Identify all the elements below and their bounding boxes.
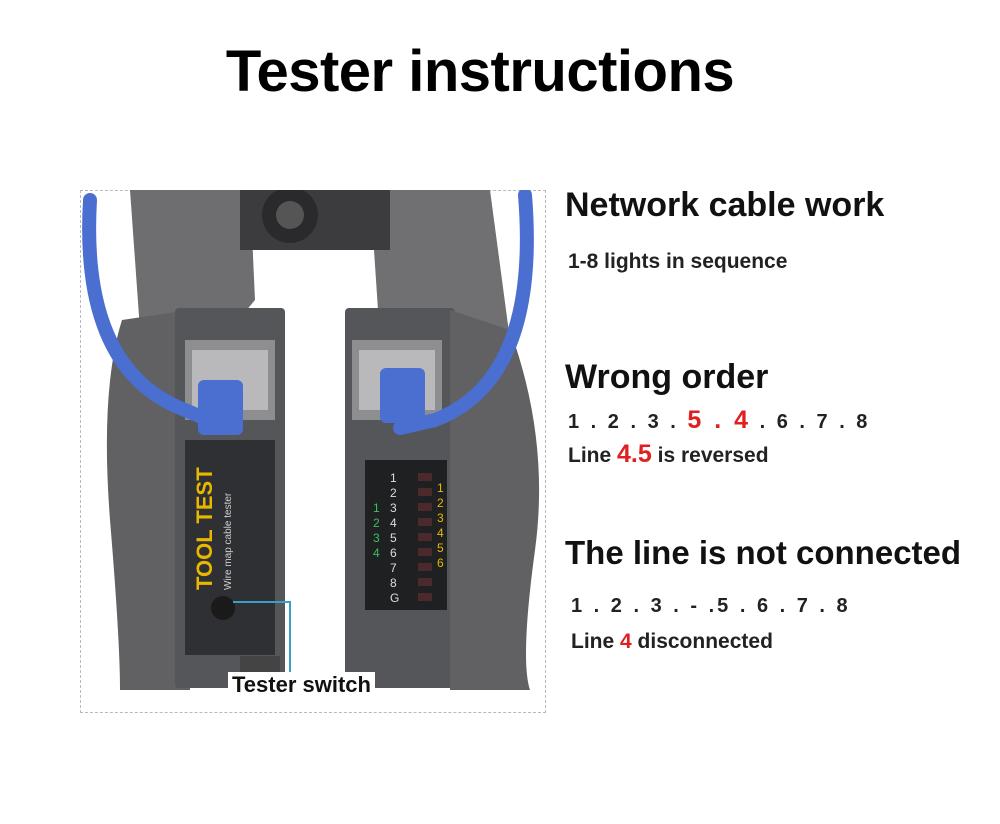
yellow-label-6: 6 xyxy=(437,556,444,570)
led-lamp xyxy=(418,473,432,481)
cable-tester-photo: TOOL TEST Wire map cable tester 12345678… xyxy=(82,190,540,690)
callout-line xyxy=(233,601,291,675)
wrong-order-sequence: 1 . 2 . 3 . 5 . 4 . 6 . 7 . 8 xyxy=(568,406,871,434)
led-panel xyxy=(365,460,447,610)
led-label-4: 4 xyxy=(390,516,397,530)
brand-label: TOOL TEST xyxy=(192,467,217,590)
heading-not-connected: The line is not connected xyxy=(565,534,962,571)
led-lamp xyxy=(418,548,432,556)
heading-wrong-order: Wrong order xyxy=(565,358,769,396)
green-label-3: 3 xyxy=(373,531,380,545)
right-cable xyxy=(393,190,534,435)
led-lamp xyxy=(418,563,432,571)
led-label-3: 3 xyxy=(390,501,397,515)
led-label-7: 7 xyxy=(390,561,397,575)
not-connected-note: Line 4 disconnected xyxy=(571,630,773,653)
led-lamp xyxy=(418,488,432,496)
reversed-pins: 5 . 4 xyxy=(687,406,752,434)
led-label-8: 8 xyxy=(390,576,397,590)
led-lamp xyxy=(418,518,432,526)
led-lamp xyxy=(418,533,432,541)
led-lamp xyxy=(418,578,432,586)
page-title: Tester instructions xyxy=(225,39,735,104)
heading-network-cable-work: Network cable work xyxy=(565,186,885,224)
yellow-label-3: 3 xyxy=(437,511,444,525)
left-rj45-boot xyxy=(198,380,243,435)
green-label-2: 2 xyxy=(373,516,380,530)
led-label-1: 1 xyxy=(390,471,397,485)
not-connected-sequence: 1 . 2 . 3 . - .5 . 6 . 7 . 8 xyxy=(571,595,851,617)
led-lamp xyxy=(418,593,432,601)
yellow-label-1: 1 xyxy=(437,481,444,495)
network-detail: 1-8 lights in sequence xyxy=(568,250,788,273)
led-label-5: 5 xyxy=(390,531,397,545)
tester-switch-callout: Tester switch xyxy=(228,672,375,698)
left-cable xyxy=(82,193,227,432)
wrong-order-note: Line 4.5 is reversed xyxy=(568,440,769,468)
led-label-G: G xyxy=(390,591,399,605)
led-lamp xyxy=(418,503,432,511)
led-label-2: 2 xyxy=(390,486,397,500)
right-rj45-boot xyxy=(380,368,425,423)
yellow-label-2: 2 xyxy=(437,496,444,510)
green-label-1: 1 xyxy=(373,501,380,515)
green-label-4: 4 xyxy=(373,546,380,560)
led-label-6: 6 xyxy=(390,546,397,560)
left-front-panel xyxy=(185,440,275,655)
brand-subtitle: Wire map cable tester xyxy=(223,492,234,590)
yellow-label-4: 4 xyxy=(437,526,444,540)
tester-switch-button[interactable] xyxy=(211,596,235,620)
yellow-label-5: 5 xyxy=(437,541,444,555)
